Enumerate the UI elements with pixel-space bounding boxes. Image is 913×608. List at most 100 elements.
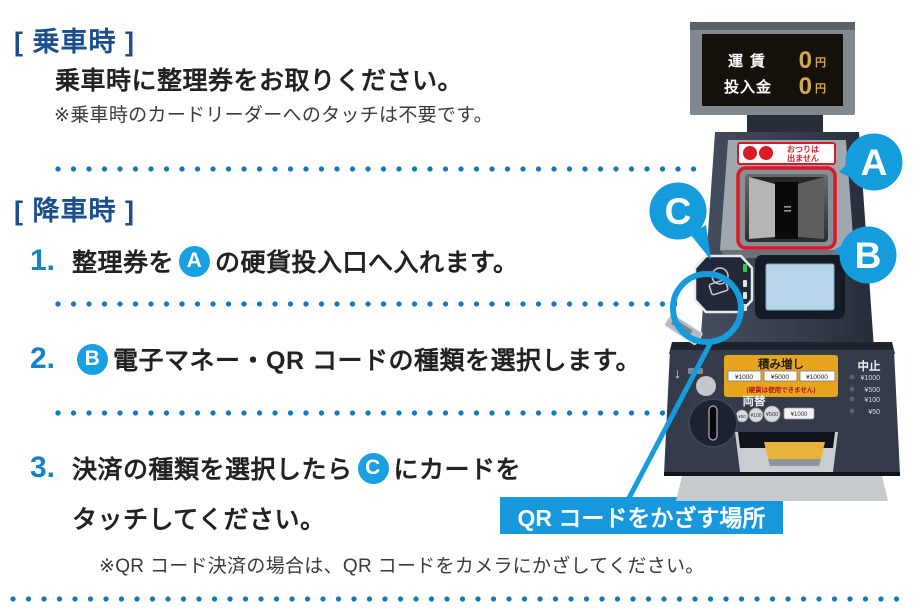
denom-label: ¥100 (864, 397, 880, 404)
qr-pointer-line (626, 338, 715, 500)
deposit-unit: 円 (815, 82, 826, 95)
fare-machine-illustration: 運賃 投入金 0 円 0 円 おつりは 出ません (626, 22, 903, 501)
topup-title: 積み増し (757, 357, 804, 371)
change-label: 両替 (743, 394, 766, 408)
down-arrow-icon: ↓ (674, 365, 681, 381)
topup-button-label: ¥10000 (806, 374, 828, 381)
machine-neck (747, 115, 823, 133)
callout-c-circle (649, 182, 707, 240)
change-bill-button (783, 407, 815, 420)
denom-led (849, 374, 855, 380)
alighting-note: ※QR コード決済の場合は、QR コードをカメラにかざしてください。 (99, 556, 705, 577)
step-2-text-after: 電子マネー・QR コードの種類を選択します。 (113, 347, 641, 375)
step-3-text: 決済の種類を選択したら C にカードを (72, 450, 521, 486)
callout-c-tail (690, 225, 711, 260)
coin-funnel-right (798, 177, 824, 239)
callout-b-circle (839, 226, 897, 284)
change-coin-label: ¥500 (766, 412, 778, 418)
denom-label: ¥50 (868, 409, 880, 416)
callout-b-letter: B (855, 235, 882, 276)
denom-led (849, 408, 855, 414)
coin-slot-panel: おつりは 出ません (720, 140, 854, 258)
fare-label: 運賃 (728, 52, 772, 70)
topup-button (763, 370, 798, 382)
round-button (696, 376, 716, 396)
coin-funnel-left (749, 177, 775, 239)
reader-led-green (743, 264, 747, 272)
screen-display (765, 263, 835, 311)
fare-value: 0 (799, 47, 812, 74)
fare-coin-icon (759, 146, 773, 160)
cancel-label: 中止 (858, 359, 881, 373)
funnel-mark (784, 210, 791, 212)
funnel-mark (784, 206, 791, 208)
lower-control-box: ↓ 積み増し ¥1000 ¥5000 ¥10000 (硬貨は使用できません) 中… (664, 342, 900, 474)
callout-c: C (649, 182, 711, 260)
callout-c-letter: C (665, 191, 692, 232)
reader-led (743, 304, 747, 311)
boarding-instruction: 乗車時に整理券をお取りください。 (55, 67, 464, 95)
step-3-text-after: にカードを (393, 456, 522, 484)
receipt-tray (764, 442, 825, 459)
callout-badge-c: C (357, 452, 389, 484)
change-bill-label: ¥1000 (791, 412, 808, 418)
boarding-note: ※乗車時のカードリーダーへのタッチは不要です。 (54, 105, 493, 126)
dotted-separator (55, 166, 700, 172)
reader-led (743, 292, 747, 299)
deposit-value: 0 (799, 73, 812, 100)
reader-led (743, 280, 747, 287)
denom-led (849, 396, 855, 402)
step-2-text: B 電子マネー・QR コードの種類を選択します。 (72, 341, 641, 377)
qr-highlight-ring (670, 271, 744, 345)
alighting-header: [ 降車時 ] (14, 196, 135, 226)
topup-note: (硬貨は使用できません) (746, 385, 815, 394)
callout-badge-b: B (77, 343, 108, 375)
display-frame-top (690, 22, 855, 30)
boarding-header: [ 乗車時 ] (14, 27, 135, 57)
step-3-number: 3. (30, 451, 56, 484)
topup-button (799, 370, 836, 382)
coin-return-slot (708, 405, 718, 441)
step-1: 1. 整理券を A の硬貨投入口へ入れます。 (30, 243, 519, 279)
step-1-number: 1. (30, 244, 56, 277)
step-3: 3. 決済の種類を選択したら C にカードを (30, 450, 521, 486)
fare-display-unit: 運賃 投入金 0 円 0 円 (690, 22, 855, 115)
step-3-text-before: 決済の種類を選択したら (72, 456, 353, 484)
fare-unit: 円 (815, 56, 826, 69)
card-icon (708, 279, 729, 296)
fare-coin-icon (743, 146, 757, 160)
dotted-separator (55, 301, 677, 307)
no-change-text-line1: おつりは (787, 145, 819, 154)
deposit-label: 投入金 (724, 78, 772, 96)
step-1-text-after: の硬貨投入口へ入れます。 (215, 249, 519, 277)
change-coin-button (748, 407, 764, 423)
dotted-separator (10, 596, 905, 602)
step-2: 2. B 電子マネー・QR コードの種類を選択します。 (30, 341, 641, 377)
step-1-text: 整理券を A の硬貨投入口へ入れます。 (72, 243, 519, 279)
step-3-text-line2: タッチしてください。 (72, 506, 326, 534)
receipt-tray-shadow (768, 459, 821, 466)
callout-a-circle (845, 133, 903, 191)
no-change-text-line2: 出ません (787, 153, 819, 163)
topup-button-label: ¥5000 (771, 374, 789, 381)
topup-button-label: ¥1000 (735, 374, 753, 381)
topup-button (727, 370, 762, 382)
step-2-number: 2. (30, 342, 56, 375)
callout-a: A (839, 133, 903, 191)
machine-base (676, 476, 888, 501)
selection-screen (755, 255, 845, 319)
change-coin-label: ¥50 (738, 414, 746, 419)
change-coin-label: ¥100 (750, 413, 761, 419)
step-1-text-before: 整理券を (72, 249, 175, 277)
change-coin-button (763, 405, 781, 423)
base-gap (664, 472, 900, 476)
qr-pointer-label: QR コードをかざす場所 (500, 497, 783, 534)
dotted-separator (55, 410, 692, 416)
display-screen (702, 34, 843, 106)
callout-badge-a: A (179, 245, 211, 277)
denom-label: ¥1000 (861, 375, 881, 382)
denom-led (849, 386, 855, 392)
denom-label: ¥500 (864, 387, 880, 394)
callout-a-letter: A (861, 142, 888, 183)
